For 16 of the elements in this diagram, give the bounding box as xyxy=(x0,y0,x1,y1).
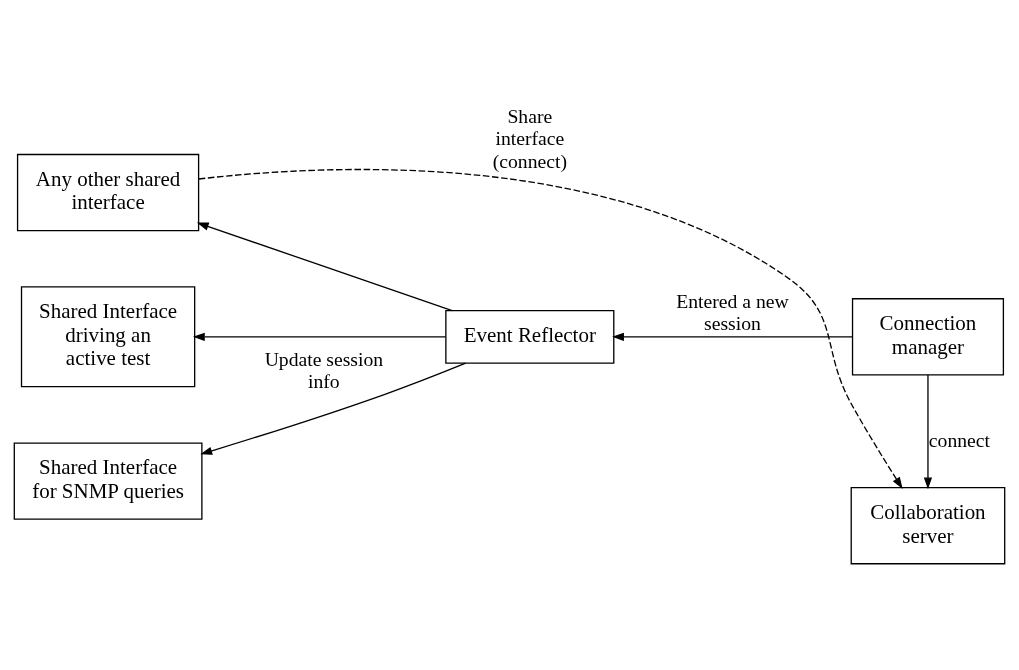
edge-label: Share interface (connect) xyxy=(492,104,567,172)
node-box: Event Reflector xyxy=(445,309,615,364)
node-box: Connection manager xyxy=(851,297,1005,375)
node-box: Shared Interface driving an active test xyxy=(20,285,196,387)
arrow xyxy=(612,332,853,341)
arrow xyxy=(192,332,447,341)
node-box: Any other shared interface xyxy=(16,153,200,231)
arrow xyxy=(196,222,453,311)
node-box: Collaboration server xyxy=(850,486,1006,564)
edge-label: Update session info xyxy=(264,347,384,392)
arrow xyxy=(198,168,903,489)
node-box: Shared Interface for SNMP queries xyxy=(13,441,203,520)
edge-label: Entered a new session xyxy=(676,289,789,334)
arrow xyxy=(923,373,933,489)
edge-label: connect xyxy=(928,428,991,451)
arrow xyxy=(200,362,467,455)
